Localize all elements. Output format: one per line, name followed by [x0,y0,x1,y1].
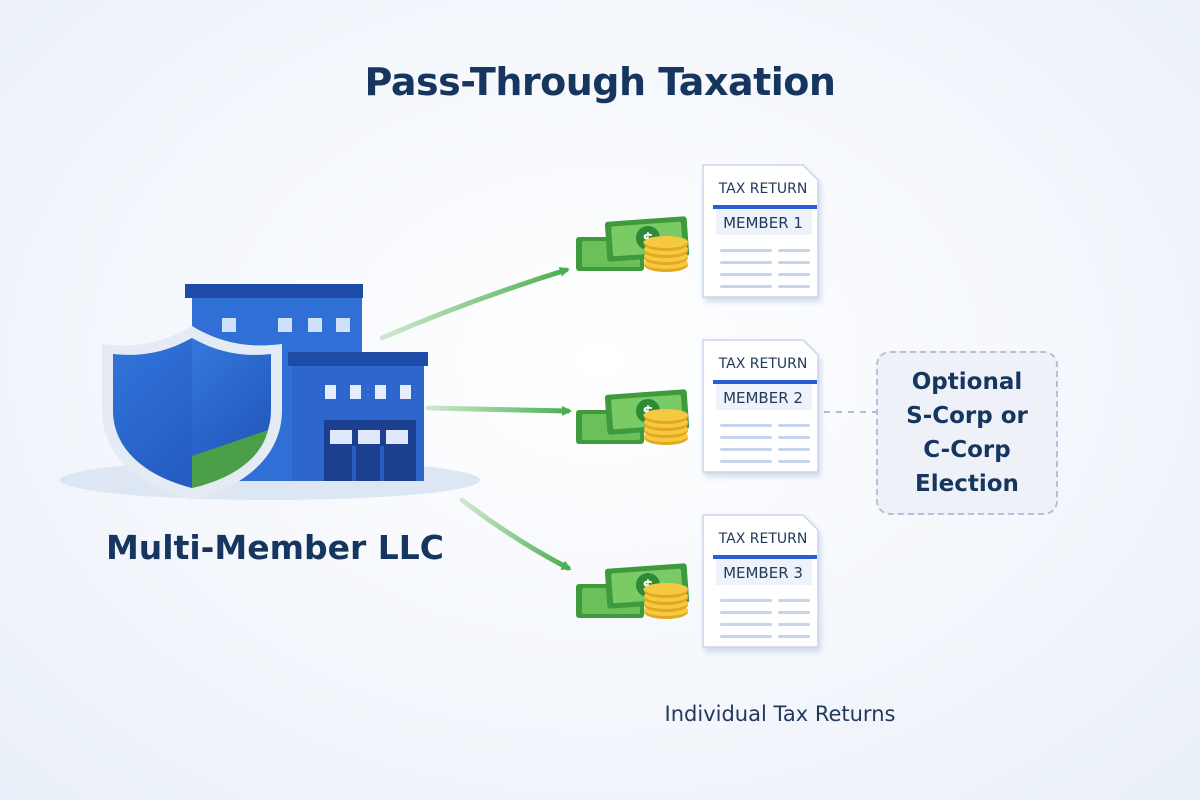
flow-arrows [379,267,572,571]
llc-label: Multi-Member LLC [105,528,445,567]
election-text: Optional S-Corp or C-Corp Election [906,369,1028,497]
coin-stack-icon [644,409,688,445]
tax-return-document: TAX RETURN MEMBER 2 [702,339,819,473]
arrow-to-member-2 [425,405,572,416]
dollar-sign: $ [642,576,653,595]
dollar-sign: $ [642,229,653,248]
shield-icon [102,326,282,500]
dollar-sign: $ [642,402,653,421]
election-box: Optional S-Corp or C-Corp Election [876,351,1058,515]
diagram-title: Pass-Through Taxation [364,60,836,104]
coin-stack-icon [644,583,688,619]
arrow-to-member-3 [459,497,572,571]
tax-return-header: TAX RETURN [718,181,808,197]
arrow-to-member-1 [379,267,570,341]
tax-return-document: TAX RETURN MEMBER 1 [702,164,819,298]
cash-group: $ $ $ [576,216,690,619]
tax-return-header: TAX RETURN [718,531,808,547]
returns-caption: Individual Tax Returns [664,702,896,726]
tax-return-header: TAX RETURN [718,356,808,372]
member-label: MEMBER 2 [723,389,803,407]
coin-stack-icon [644,236,688,272]
building-icon [185,284,428,481]
member-label: MEMBER 3 [723,564,803,582]
member-label: MEMBER 1 [723,214,803,232]
tax-return-document: TAX RETURN MEMBER 3 [702,514,819,648]
